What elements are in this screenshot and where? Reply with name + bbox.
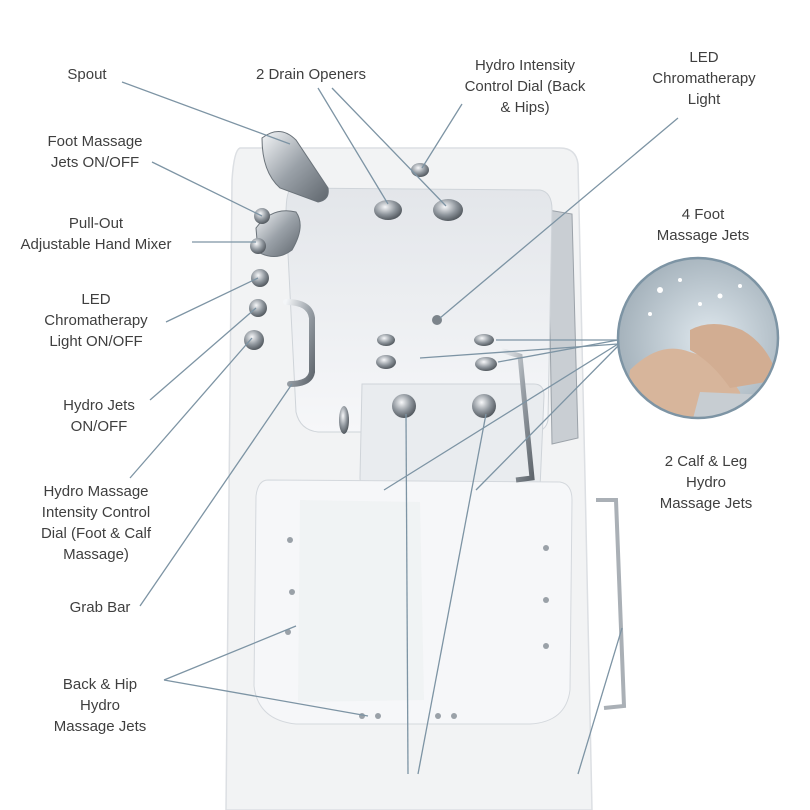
label-hydro-intensity-dial: Hydro Intensity Control Dial (Back & Hip… bbox=[464, 57, 586, 116]
label-calf-leg-jets: 2 Calf & Leg Hydro Massage Jets bbox=[659, 453, 753, 512]
grab-bar-shape bbox=[283, 299, 315, 387]
foot-jets-inset bbox=[618, 258, 778, 418]
spout-shape bbox=[261, 131, 329, 203]
label-back-hip-jets: Back & Hip Hydro Massage Jets bbox=[53, 676, 147, 735]
label-hydro-dial-foot-calf: Hydro Massage Intensity Control Dial (Fo… bbox=[40, 483, 152, 563]
label-drain-openers: 2 Drain Openers bbox=[255, 66, 367, 83]
label-foot-jets-switch: Foot Massage Jets ON/OFF bbox=[47, 133, 143, 171]
label-led-switch: LED Chromatherapy Light ON/OFF bbox=[44, 291, 148, 350]
label-hydro-jets-switch: Hydro Jets ON/OFF bbox=[63, 397, 135, 435]
seat-fold bbox=[298, 500, 424, 702]
seat-step bbox=[359, 383, 545, 491]
leader-lines bbox=[121, 81, 679, 775]
inset-frame bbox=[616, 256, 780, 420]
door-frame bbox=[547, 209, 579, 445]
outer-grab-bar-shape bbox=[596, 498, 627, 710]
label-led-light: LED Chromatherapy Light bbox=[652, 49, 756, 108]
label-grab-bar: Grab Bar bbox=[69, 599, 131, 616]
door-handle-shape bbox=[499, 347, 535, 483]
label-hand-mixer: Pull-Out Adjustable Hand Mixer bbox=[20, 215, 172, 253]
label-spout: Spout bbox=[67, 66, 107, 83]
label-four-foot-jets: 4 Foot Massage Jets bbox=[656, 206, 750, 244]
